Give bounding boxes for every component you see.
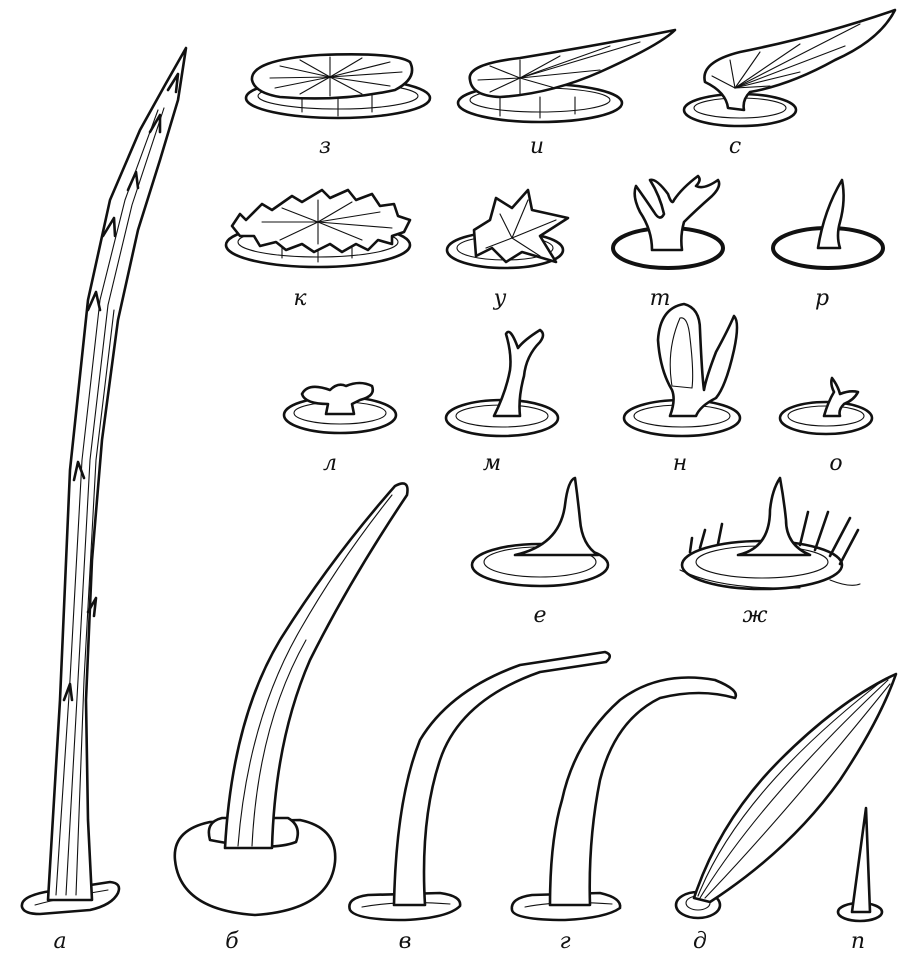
label-n: н: [673, 451, 688, 476]
label-r: р: [815, 286, 829, 311]
label-g: г: [559, 929, 570, 954]
hair-b-socketed: [175, 483, 408, 915]
hair-a-barbed-long: [22, 48, 186, 914]
label-o: о: [829, 451, 842, 476]
hair-s-stalked-scale: [684, 10, 895, 126]
hair-z-peltate-scale: [246, 54, 430, 118]
hair-zh-spike-bristles: [680, 478, 860, 589]
hair-m-y-branched: [446, 330, 558, 436]
hair-o-small-y: [780, 378, 872, 434]
label-a: а: [53, 929, 66, 954]
label-k: к: [293, 286, 307, 311]
label-l: л: [323, 451, 337, 476]
label-p: п: [851, 929, 865, 954]
label-s: с: [729, 134, 741, 159]
label-m: м: [483, 451, 501, 476]
label-b: б: [225, 929, 239, 954]
hair-i-asymmetric-scale: [458, 30, 675, 122]
hair-r-spike-ring: [773, 180, 883, 268]
label-v: в: [399, 929, 412, 954]
label-i: и: [530, 134, 544, 159]
hair-t-branched: [613, 176, 723, 268]
label-t: т: [650, 286, 671, 311]
hair-k-toothed-scale: [226, 190, 410, 267]
hair-l-t-shaped: [284, 383, 396, 433]
label-zh: ж: [742, 603, 767, 628]
hair-e-spike-pit: [472, 478, 608, 586]
hair-p-spike: [838, 808, 882, 921]
label-d: д: [693, 929, 707, 954]
label-e: е: [533, 603, 546, 628]
label-u: у: [493, 286, 507, 311]
hair-n-u-forked: [624, 304, 740, 436]
label-z: з: [319, 134, 331, 159]
hair-u-stellate: [447, 190, 568, 268]
